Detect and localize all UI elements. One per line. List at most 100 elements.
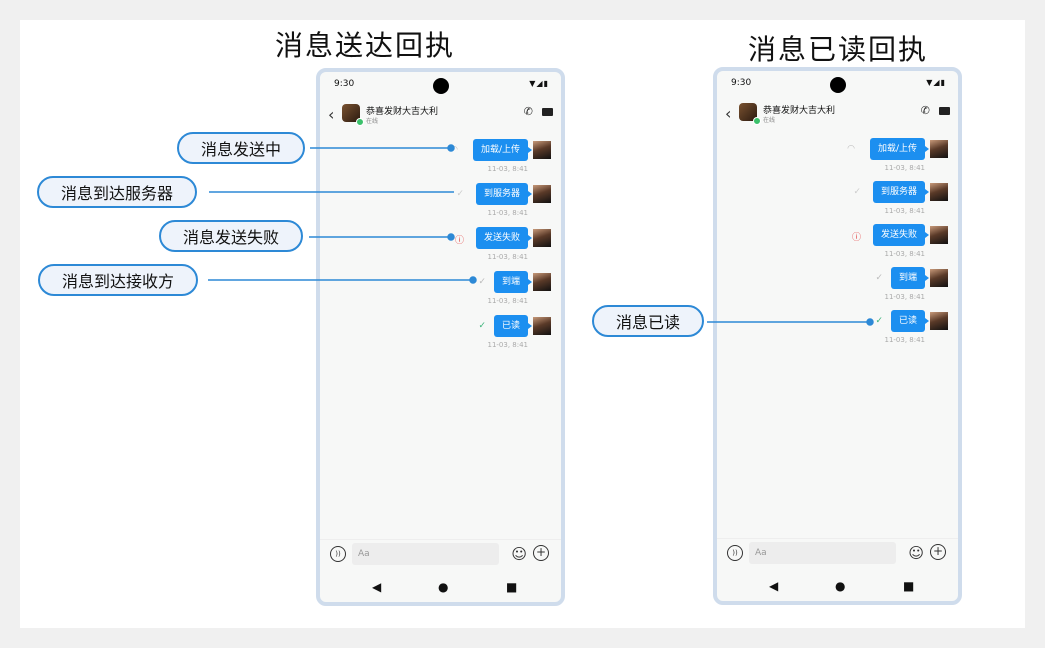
contact-status: 在线 <box>366 118 379 125</box>
message-time: 11-03, 8:41 <box>884 250 925 258</box>
status-time: 9:30 <box>334 79 355 89</box>
user-avatar <box>533 141 551 159</box>
voice-icon[interactable]: )) <box>330 546 346 562</box>
message-server: ✓ 到服务器 11-03, 8:41 <box>713 181 953 221</box>
input-bar: )) Aa ☺ + <box>320 539 561 568</box>
label-delivered: 消息到达接收方 <box>38 264 199 296</box>
double-check-icon: ✓ <box>478 277 486 287</box>
message-delivered: ✓ 到端 11-03, 8:41 <box>713 267 953 307</box>
message-time: 11-03, 8:41 <box>884 336 925 344</box>
connector-dot <box>447 144 455 152</box>
connector-dot <box>866 318 874 326</box>
read-check-icon: ✓ <box>478 321 486 331</box>
system-icons: ▼◢▮ <box>529 79 549 88</box>
system-icons: ▼◢▮ <box>926 78 946 87</box>
online-dot <box>753 117 761 125</box>
single-check-icon: ✓ <box>853 187 861 197</box>
nav-bar: ◀ ● ■ <box>320 572 561 602</box>
nav-home-icon[interactable]: ● <box>438 580 449 594</box>
message-input[interactable]: Aa <box>749 542 896 564</box>
read-check-icon: ✓ <box>875 316 883 326</box>
nav-back-icon[interactable]: ◀ <box>769 579 779 593</box>
label-server: 消息到达服务器 <box>37 176 198 208</box>
message-input[interactable]: Aa <box>352 543 499 565</box>
loading-icon: ◠ <box>847 144 855 154</box>
message-time: 11-03, 8:41 <box>487 297 528 305</box>
message-bubble[interactable]: 到端 <box>493 271 533 293</box>
video-call-icon[interactable] <box>542 108 553 116</box>
message-read: ✓ 已读 11-03, 8:41 <box>713 310 953 350</box>
message-time: 11-03, 8:41 <box>487 341 528 349</box>
user-avatar <box>930 312 948 330</box>
message-bubble[interactable]: 到端 <box>890 267 930 289</box>
nav-recents-icon[interactable]: ■ <box>903 579 915 593</box>
back-icon[interactable]: ‹ <box>328 105 335 124</box>
user-avatar <box>930 269 948 287</box>
label-sending: 消息发送中 <box>177 132 306 164</box>
plus-icon[interactable]: + <box>930 544 946 560</box>
message-server: ✓ 到服务器 11-03, 8:41 <box>316 183 556 223</box>
camera-cutout <box>829 77 846 93</box>
message-bubble[interactable]: 发送失败 <box>872 224 930 246</box>
user-avatar <box>533 185 551 203</box>
nav-recents-icon[interactable]: ■ <box>506 580 518 594</box>
message-read: ✓ 已读 11-03, 8:41 <box>316 315 556 355</box>
phone-right: 9:30 ▼◢▮ ‹ 恭喜发财大吉大利 在线 ✆ ◠ 加载/上传 11-03, … <box>713 67 962 605</box>
nav-bar: ◀ ● ■ <box>717 571 958 601</box>
user-avatar <box>533 317 551 335</box>
user-avatar <box>930 140 948 158</box>
contact-avatar[interactable] <box>342 104 360 122</box>
message-bubble[interactable]: 到服务器 <box>475 183 533 205</box>
user-avatar <box>533 229 551 247</box>
message-bubble[interactable]: 已读 <box>493 315 533 337</box>
video-call-icon[interactable] <box>939 107 950 115</box>
message-time: 11-03, 8:41 <box>487 165 528 173</box>
error-icon[interactable]: ⓘ <box>851 233 861 243</box>
message-delivered: ✓ 到端 11-03, 8:41 <box>316 271 556 311</box>
message-time: 11-03, 8:41 <box>487 209 528 217</box>
message-bubble[interactable]: 发送失败 <box>475 227 533 249</box>
voice-icon[interactable]: )) <box>727 545 743 561</box>
contact-avatar[interactable] <box>739 103 757 121</box>
phone-left: 9:30 ▼◢▮ ‹ 恭喜发财大吉大利 在线 ✆ ◠ 加载/上传 11-03, … <box>316 68 565 606</box>
emoji-icon[interactable]: ☺ <box>511 545 527 563</box>
chat-header: ‹ 恭喜发财大吉大利 在线 ✆ <box>320 102 561 128</box>
plus-icon[interactable]: + <box>533 545 549 561</box>
message-failed: ⓘ 发送失败 11-03, 8:41 <box>713 224 953 264</box>
connector-dot <box>447 233 455 241</box>
phone-call-icon[interactable]: ✆ <box>523 105 533 118</box>
online-dot <box>356 118 364 126</box>
double-check-icon: ✓ <box>875 273 883 283</box>
connector-dot <box>469 276 477 284</box>
message-sending: ◠ 加载/上传 11-03, 8:41 <box>316 139 556 179</box>
nav-home-icon[interactable]: ● <box>835 579 846 593</box>
message-time: 11-03, 8:41 <box>487 253 528 261</box>
emoji-icon[interactable]: ☺ <box>908 544 924 562</box>
phone-call-icon[interactable]: ✆ <box>920 104 930 117</box>
single-check-icon: ✓ <box>456 189 464 199</box>
camera-cutout <box>432 78 449 94</box>
label-failed: 消息发送失败 <box>159 220 304 252</box>
chat-header: ‹ 恭喜发财大吉大利 在线 ✆ <box>717 101 958 127</box>
message-bubble[interactable]: 加载/上传 <box>472 139 533 161</box>
title-delivery-receipt: 消息送达回执 <box>275 29 456 62</box>
message-time: 11-03, 8:41 <box>884 164 925 172</box>
status-time: 9:30 <box>731 78 752 88</box>
contact-name: 恭喜发财大吉大利 <box>366 107 439 117</box>
user-avatar <box>533 273 551 291</box>
title-read-receipt: 消息已读回执 <box>748 33 929 66</box>
message-bubble[interactable]: 已读 <box>890 310 930 332</box>
nav-back-icon[interactable]: ◀ <box>372 580 382 594</box>
message-failed: ⓘ 发送失败 11-03, 8:41 <box>316 227 556 267</box>
message-bubble[interactable]: 到服务器 <box>872 181 930 203</box>
message-sending: ◠ 加载/上传 11-03, 8:41 <box>713 138 953 178</box>
back-icon[interactable]: ‹ <box>725 104 732 123</box>
contact-status: 在线 <box>763 117 776 124</box>
message-bubble[interactable]: 加载/上传 <box>869 138 930 160</box>
contact-name: 恭喜发财大吉大利 <box>763 106 836 116</box>
message-time: 11-03, 8:41 <box>884 207 925 215</box>
error-icon[interactable]: ⓘ <box>454 236 464 246</box>
label-read: 消息已读 <box>592 305 705 337</box>
user-avatar <box>930 183 948 201</box>
